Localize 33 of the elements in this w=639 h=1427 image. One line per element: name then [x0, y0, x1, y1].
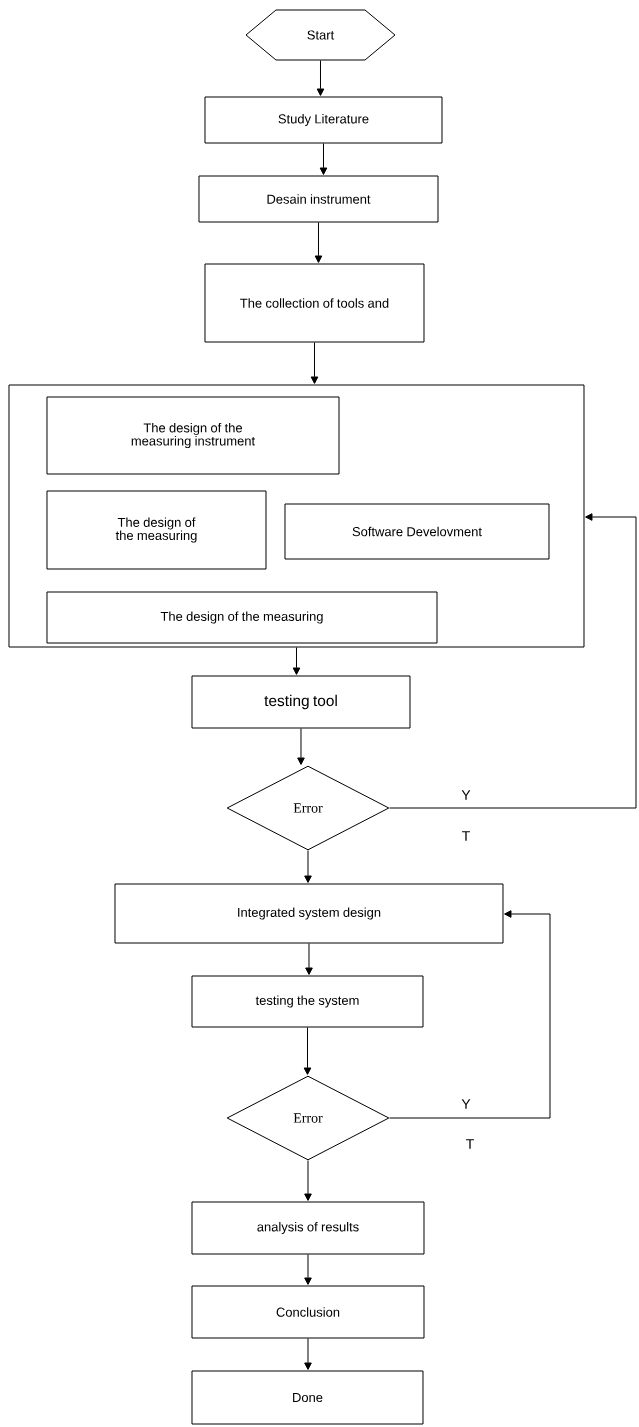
arrow — [303, 1027, 312, 1075]
process-box: The collection of tools and — [204, 263, 425, 343]
start-terminal: Start — [245, 9, 396, 61]
process-box: The design of the measuring — [46, 591, 438, 644]
arrow — [319, 143, 328, 175]
edge-label: Y — [461, 1099, 471, 1109]
branch-label: T — [466, 1139, 474, 1149]
process-box: Integrated system design — [114, 883, 504, 944]
arrow — [316, 60, 325, 96]
process-box: Conclusion — [191, 1285, 425, 1339]
arrow — [297, 728, 305, 765]
arrow — [389, 513, 637, 809]
arrow — [304, 1160, 312, 1201]
edge-label: Y — [461, 790, 471, 800]
process-box: Software Develovment — [284, 503, 550, 560]
arrow — [304, 1254, 312, 1285]
arrow — [304, 1338, 312, 1370]
process-box: testing tool — [191, 675, 411, 729]
arrow — [304, 850, 312, 883]
process-box: Study Literature — [204, 96, 443, 144]
arrow — [310, 342, 319, 384]
branch-label: T — [462, 831, 470, 841]
arrow — [389, 910, 551, 1119]
group-frame — [8, 384, 585, 648]
arrow — [314, 222, 323, 263]
process-box: The design of the measuring — [46, 490, 267, 570]
process-box: The design of the measuring instrument — [46, 396, 340, 475]
process-box: analysis of results — [191, 1201, 425, 1255]
process-box: Done — [191, 1370, 424, 1425]
arrow — [305, 943, 313, 975]
process-box: Desain instrument — [198, 175, 439, 223]
process-box: testing the system — [191, 975, 424, 1028]
arrow — [292, 647, 301, 675]
